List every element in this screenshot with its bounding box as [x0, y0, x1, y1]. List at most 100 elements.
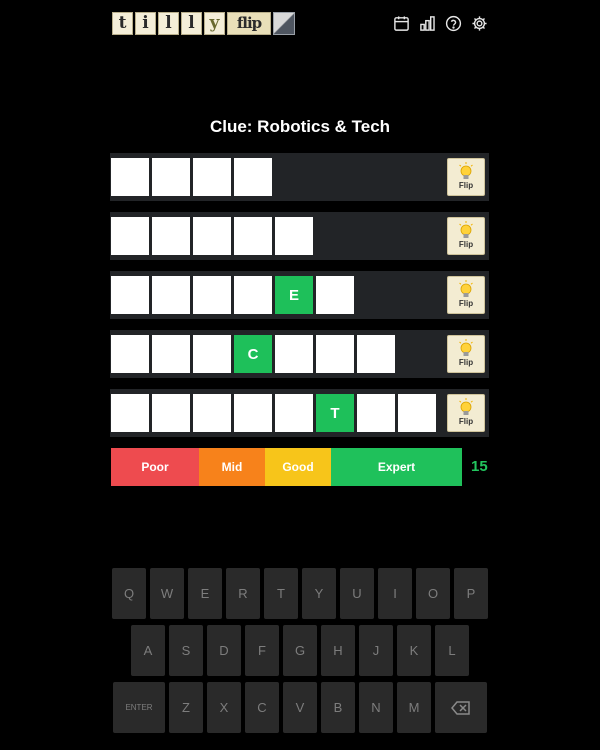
- flip-hint-button[interactable]: Flip: [447, 276, 485, 314]
- letter-tile: [111, 394, 149, 432]
- key[interactable]: B: [321, 682, 355, 733]
- letter-tile: [193, 217, 231, 255]
- word-row: C Flip: [110, 330, 489, 378]
- key[interactable]: K: [397, 625, 431, 676]
- key[interactable]: N: [359, 682, 393, 733]
- letter-tile: [111, 276, 149, 314]
- flip-label: Flip: [458, 417, 474, 426]
- letter-tile: [316, 335, 354, 373]
- score-bar: Poor Mid Good Expert: [111, 448, 462, 486]
- key[interactable]: W: [150, 568, 184, 619]
- letter-tile: [234, 394, 272, 432]
- flip-label: Flip: [458, 181, 474, 190]
- key[interactable]: E: [188, 568, 222, 619]
- lightbulb-icon: [459, 221, 473, 238]
- help-icon[interactable]: [444, 14, 462, 32]
- letter-tile: [398, 394, 436, 432]
- letter-tile: [316, 276, 354, 314]
- key[interactable]: R: [226, 568, 260, 619]
- clue-text: Clue: Robotics & Tech: [209, 117, 391, 136]
- key[interactable]: I: [378, 568, 412, 619]
- logo-tile: y: [204, 12, 225, 35]
- key[interactable]: H: [321, 625, 355, 676]
- lightbulb-icon: [459, 398, 473, 415]
- word-tiles: [111, 217, 313, 255]
- letter-tile: [152, 217, 190, 255]
- letter-tile: [234, 217, 272, 255]
- key[interactable]: M: [397, 682, 431, 733]
- word-tiles: [111, 158, 272, 196]
- word-row: Flip: [110, 153, 489, 201]
- settings-icon[interactable]: [470, 14, 488, 32]
- letter-tile: [193, 276, 231, 314]
- letter-tile: [111, 217, 149, 255]
- word-rows: Flip Flip: [110, 153, 489, 448]
- word-row: Flip: [110, 212, 489, 260]
- tillyflip-logo: t i l l y flip: [112, 12, 295, 36]
- key[interactable]: Z: [169, 682, 203, 733]
- enter-key[interactable]: ENTER: [113, 682, 165, 733]
- key[interactable]: X: [207, 682, 241, 733]
- key[interactable]: S: [169, 625, 203, 676]
- logo-page-corner-icon: [273, 12, 295, 35]
- flip-hint-button[interactable]: Flip: [447, 394, 485, 432]
- logo-tile: l: [181, 12, 202, 35]
- score-segment-good: Good: [265, 448, 331, 486]
- key[interactable]: Q: [112, 568, 146, 619]
- letter-tile: [193, 158, 231, 196]
- flip-hint-button[interactable]: Flip: [447, 158, 485, 196]
- revealed-letter-tile: E: [275, 276, 313, 314]
- keyboard-row: A S D F G H J K L: [110, 625, 490, 676]
- revealed-letter-tile: T: [316, 394, 354, 432]
- letter-tile: [193, 394, 231, 432]
- key[interactable]: T: [264, 568, 298, 619]
- logo-tile: i: [135, 12, 156, 35]
- key[interactable]: C: [245, 682, 279, 733]
- flip-hint-button[interactable]: Flip: [447, 217, 485, 255]
- lightbulb-icon: [459, 339, 473, 356]
- letter-tile: [357, 394, 395, 432]
- backspace-key[interactable]: [435, 682, 487, 733]
- key[interactable]: D: [207, 625, 241, 676]
- key[interactable]: J: [359, 625, 393, 676]
- letter-tile: [357, 335, 395, 373]
- letter-tile: [152, 158, 190, 196]
- word-row: T Flip: [110, 389, 489, 437]
- revealed-letter-tile: C: [234, 335, 272, 373]
- letter-tile: [234, 158, 272, 196]
- logo-tile: t: [112, 12, 133, 35]
- letter-tile: [234, 276, 272, 314]
- calendar-icon[interactable]: [392, 14, 410, 32]
- letter-tile: [152, 394, 190, 432]
- keyboard-row: ENTER Z X C V B N M: [110, 682, 490, 733]
- letter-tile: [111, 158, 149, 196]
- key[interactable]: L: [435, 625, 469, 676]
- letter-tile: [152, 276, 190, 314]
- keyboard-row: Q W E R T Y U I O P: [110, 568, 490, 619]
- key[interactable]: G: [283, 625, 317, 676]
- key[interactable]: F: [245, 625, 279, 676]
- flip-label: Flip: [458, 299, 474, 308]
- letter-tile: [152, 335, 190, 373]
- key[interactable]: O: [416, 568, 450, 619]
- flip-hint-button[interactable]: Flip: [447, 335, 485, 373]
- letter-tile: [275, 394, 313, 432]
- score-segment-mid: Mid: [199, 448, 265, 486]
- key[interactable]: U: [340, 568, 374, 619]
- flip-label: Flip: [458, 358, 474, 367]
- word-tiles: C: [111, 335, 395, 373]
- key[interactable]: V: [283, 682, 317, 733]
- key[interactable]: A: [131, 625, 165, 676]
- letter-tile: [275, 217, 313, 255]
- on-screen-keyboard: Q W E R T Y U I O P A S D F G H J K L EN…: [110, 568, 490, 739]
- key[interactable]: Y: [302, 568, 336, 619]
- logo-tile: l: [158, 12, 179, 35]
- key[interactable]: P: [454, 568, 488, 619]
- letter-tile: [111, 335, 149, 373]
- stats-icon[interactable]: [418, 14, 436, 32]
- score-segment-expert: Expert: [331, 448, 462, 486]
- lightbulb-icon: [459, 162, 473, 179]
- letter-tile: [275, 335, 313, 373]
- word-row: E Flip: [110, 271, 489, 319]
